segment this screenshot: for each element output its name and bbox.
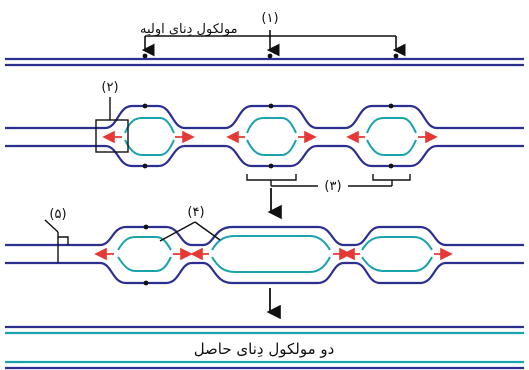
- origin-dots-row3: [143, 224, 149, 286]
- origin-dots-row1: [142, 53, 399, 59]
- new-strands-row3: [117, 235, 433, 273]
- label-3: (۳): [324, 179, 341, 194]
- origin-dots-row2: [142, 103, 394, 169]
- replication-bubbles-row3: [5, 225, 524, 285]
- label-4-pointers: [159, 221, 221, 242]
- label-3-bracket: [246, 174, 411, 187]
- new-strands-row2: [124, 117, 417, 156]
- label-2-marker: [95, 97, 129, 153]
- two-molecules-label: دو مولکول دِنای حاصل: [194, 340, 335, 358]
- original-molecule-label: مولکول دِنای اولیه: [140, 22, 238, 37]
- label-1: (۱): [261, 11, 278, 26]
- label-4: (۴): [187, 205, 204, 220]
- resulting-dna-molecules: [5, 325, 524, 370]
- label-5: (۵): [49, 207, 66, 222]
- replication-bubbles-row2: [5, 104, 524, 168]
- original-dna-molecule: [5, 57, 524, 67]
- label-1-bracket: [141, 30, 406, 57]
- label-5-marker: [44, 219, 69, 263]
- label-2: (۲): [101, 80, 118, 95]
